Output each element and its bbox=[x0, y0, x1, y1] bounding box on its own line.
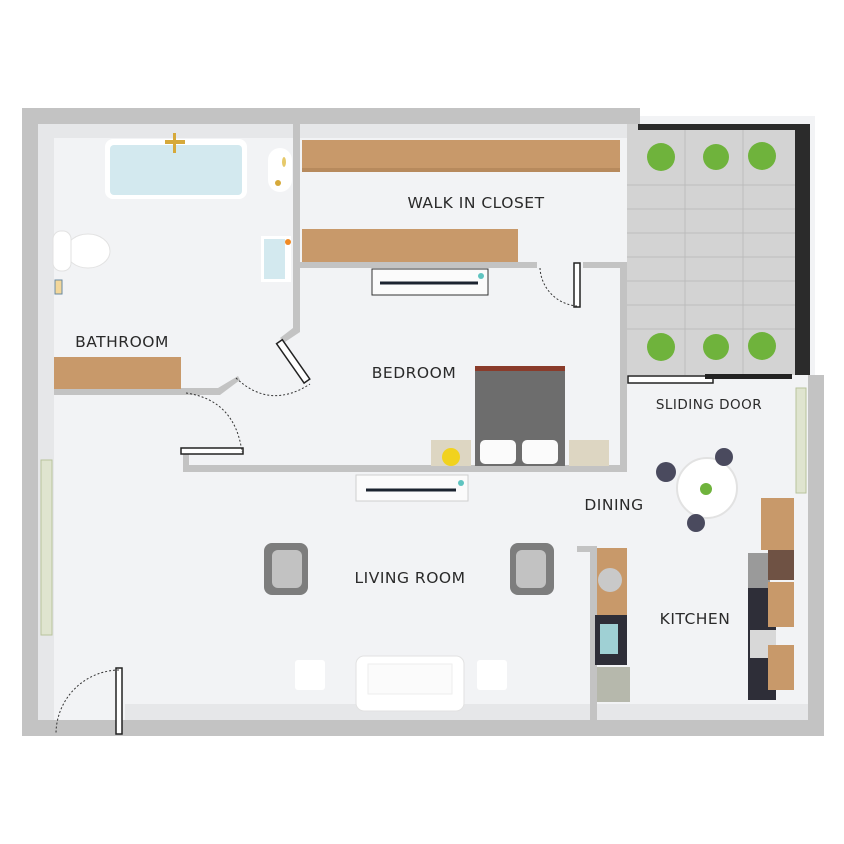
armchair bbox=[510, 543, 554, 595]
room-label-bathroom: BATHROOM bbox=[75, 333, 169, 351]
kitchen-counter-right bbox=[748, 498, 794, 700]
nightstand bbox=[569, 440, 609, 466]
door[interactable] bbox=[180, 392, 244, 455]
shower-tray bbox=[261, 236, 291, 282]
toilet bbox=[52, 230, 111, 272]
exterior-walls bbox=[22, 108, 824, 736]
window bbox=[40, 459, 53, 636]
balcony bbox=[627, 124, 810, 375]
nightstand bbox=[431, 440, 471, 466]
bathtub bbox=[105, 133, 247, 199]
kitchen-counter-left bbox=[595, 548, 630, 702]
dining-table bbox=[676, 457, 738, 519]
closet-shelf bbox=[302, 140, 620, 172]
room-label-dining: DINING bbox=[584, 496, 643, 514]
side-table bbox=[295, 660, 325, 690]
bed bbox=[475, 366, 565, 466]
window bbox=[795, 387, 807, 494]
side-table bbox=[477, 660, 507, 690]
chair bbox=[656, 448, 733, 532]
towel-rack bbox=[54, 279, 63, 295]
bathroom-cabinet bbox=[54, 357, 181, 389]
room-label-bedroom: BEDROOM bbox=[372, 364, 456, 382]
room-label-living-room: LIVING ROOM bbox=[355, 569, 466, 587]
wardrobe bbox=[371, 268, 489, 296]
sofa bbox=[355, 655, 465, 712]
sink bbox=[268, 148, 292, 192]
interior-walls bbox=[54, 124, 627, 720]
door[interactable] bbox=[539, 262, 581, 308]
wardrobe bbox=[355, 474, 469, 502]
armchair bbox=[264, 543, 308, 595]
sliding-door[interactable] bbox=[627, 374, 792, 384]
room-label-walk-in-closet: WALK IN CLOSET bbox=[407, 194, 544, 212]
closet-shelf bbox=[302, 229, 518, 262]
door[interactable] bbox=[235, 338, 311, 397]
entry-door[interactable] bbox=[55, 667, 123, 735]
room-label-sliding-door: SLIDING DOOR bbox=[656, 397, 762, 413]
balcony-railing bbox=[795, 124, 810, 375]
plant-icon bbox=[647, 142, 776, 361]
room-label-kitchen: KITCHEN bbox=[660, 610, 731, 628]
